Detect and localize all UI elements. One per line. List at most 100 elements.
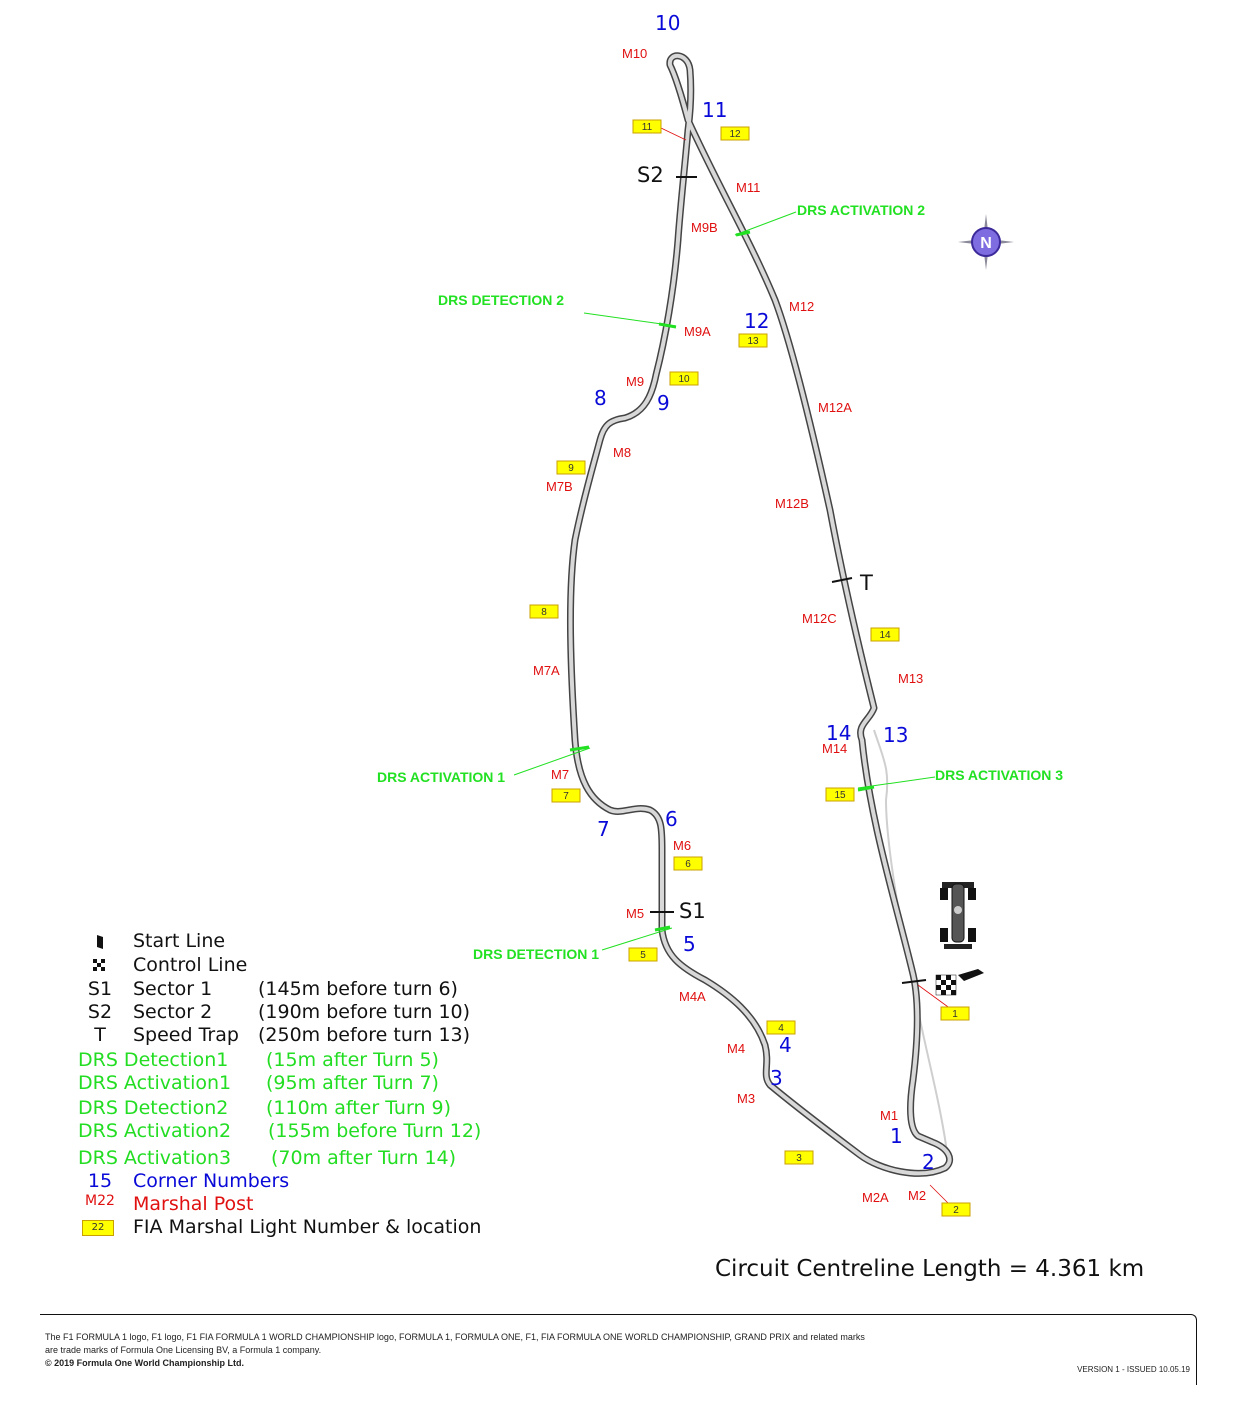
- marshal-light-12: 12: [720, 126, 750, 141]
- marshal-post-m7a: M7A: [533, 663, 560, 678]
- legal-text: The F1 FORMULA 1 logo, F1 logo, F1 FIA F…: [45, 1331, 1005, 1370]
- legend-symbol: T: [94, 1024, 106, 1046]
- marshal-light-number: 3: [796, 1153, 802, 1164]
- marshal-post-m14: M14: [822, 741, 847, 756]
- marshal-post-m3: M3: [737, 1091, 755, 1106]
- marshal-light-10: 10: [669, 371, 699, 386]
- marshal-light-3: 3: [784, 1150, 814, 1165]
- legend-detail: (145m before turn 6): [258, 978, 458, 1000]
- marshal-post-m2: M2: [908, 1188, 926, 1203]
- marshal-light-box: [941, 1202, 971, 1217]
- start-flag-icon: [958, 969, 984, 981]
- marshal-post-m5: M5: [626, 906, 644, 921]
- legend-symbol: M22: [85, 1193, 115, 1209]
- corner-number-7: 7: [597, 817, 610, 841]
- marshal-post-m9: M9: [626, 374, 644, 389]
- marshal-post-m10: M10: [622, 46, 647, 61]
- marshal-light-box: [669, 371, 699, 386]
- legend-detail: (15m after Turn 5): [266, 1049, 439, 1071]
- compass-label: N: [980, 235, 992, 252]
- corner-number-14: 14: [826, 721, 851, 745]
- legal-line-2: are trade marks of Formula One Licensing…: [45, 1345, 322, 1355]
- marshal-light-2: 2: [941, 1202, 971, 1217]
- drs-act3-tick: [857, 785, 875, 792]
- marshal-post-m7: M7: [551, 767, 569, 782]
- corner-number-10: 10: [655, 11, 680, 35]
- marshal-light-8: 8: [529, 604, 559, 619]
- legend-label: DRS Activation3: [78, 1147, 232, 1169]
- marshal-light-number: 15: [834, 790, 846, 801]
- drs-det2-tick: [658, 322, 677, 329]
- sector-2-label: S2: [637, 163, 664, 187]
- legend-label: FIA Marshal Light Number & location: [133, 1216, 482, 1238]
- drs-activation-1-label: DRS ACTIVATION 1: [377, 769, 505, 785]
- corner-number-5: 5: [683, 932, 696, 956]
- marshal-light-14: 14: [870, 627, 900, 642]
- marshal-light-number: 8: [541, 607, 547, 618]
- marshal-light-box: [870, 627, 900, 642]
- marshal-light-number: 14: [879, 630, 891, 641]
- drs-act2-tick: [735, 230, 751, 237]
- drs-act1-tick: [569, 745, 590, 752]
- circuit-length: Circuit Centreline Length = 4.361 km: [715, 1256, 1145, 1282]
- legend-detail: (95m after Turn 7): [266, 1072, 439, 1094]
- marshal-light-13: 13: [738, 333, 768, 348]
- marshal-light-box: [529, 604, 559, 619]
- drs-activation-2-label: DRS ACTIVATION 2: [797, 202, 925, 218]
- marshal-post-m2a: M2A: [862, 1190, 889, 1205]
- drs-detection-1-label: DRS DETECTION 1: [473, 946, 599, 962]
- marshal-post-m11: M11: [736, 180, 760, 195]
- marshal-light-number: 7: [563, 791, 569, 802]
- legend-detail: (190m before turn 10): [258, 1001, 471, 1023]
- start-line: [901, 979, 927, 984]
- legend-detail: (250m before turn 13): [258, 1024, 471, 1046]
- version-text: VERSION 1 - ISSUED 10.05.19: [1077, 1365, 1190, 1374]
- marshal-post-m6: M6: [673, 838, 691, 853]
- marshal-light-number: 6: [685, 859, 691, 870]
- legend-symbol: S1: [87, 978, 113, 1000]
- compass-north-icon: N: [958, 214, 1014, 270]
- marshal-post-m12: M12: [789, 299, 814, 314]
- marshal-light-box: [673, 856, 703, 871]
- marshal-light-box: [551, 788, 581, 803]
- marshal-post-m4a: M4A: [679, 989, 706, 1004]
- marshal-post-m4: M4: [727, 1041, 745, 1056]
- corner-number-12: 12: [744, 309, 769, 333]
- corner-number-9: 9: [657, 391, 670, 415]
- f1-car-icon: [940, 882, 976, 949]
- corner-number-1: 1: [890, 1124, 903, 1148]
- control-line-checker-icon: [935, 974, 957, 996]
- legend-label: Speed Trap: [133, 1024, 239, 1046]
- marshal-light-7: 7: [551, 788, 581, 803]
- legend-label: Start Line: [133, 930, 226, 952]
- marshal-light-number: 5: [640, 950, 646, 961]
- light-box-legend: 22: [82, 1220, 114, 1236]
- marshal-light-box: [720, 126, 750, 141]
- marshal-post-m12c: M12C: [802, 611, 837, 626]
- legend-detail: (70m after Turn 14): [271, 1147, 457, 1169]
- marshal-light-box: [825, 787, 855, 802]
- marshal-post-m12a: M12A: [818, 400, 852, 415]
- marshal-post-m9b: M9B: [691, 220, 718, 235]
- corner-number-3: 3: [770, 1066, 783, 1090]
- checker-flag-icon: [78, 954, 122, 976]
- legend-symbol: S2: [87, 1001, 113, 1023]
- corner-number-6: 6: [665, 807, 678, 831]
- marshal-light-number: 2: [953, 1205, 959, 1216]
- marshal-light-number: 13: [747, 336, 759, 347]
- legend-symbol: 15: [87, 1170, 113, 1192]
- marshal-post-m13: M13: [898, 671, 923, 686]
- marshal-light-number: 12: [729, 129, 741, 140]
- footer: The F1 FORMULA 1 logo, F1 logo, F1 FIA F…: [40, 1314, 1197, 1385]
- drs-detection-1-line: [601, 927, 673, 951]
- legend-label: Sector 2: [133, 1001, 213, 1023]
- corner-number-4: 4: [779, 1033, 792, 1057]
- marshal-post-m12b: M12B: [775, 496, 809, 511]
- corner-number-2: 2: [922, 1150, 935, 1174]
- legend-label: Sector 1: [133, 978, 213, 1000]
- legend-label: DRS Activation1: [78, 1072, 232, 1094]
- drs-activation-2-line: [734, 211, 797, 236]
